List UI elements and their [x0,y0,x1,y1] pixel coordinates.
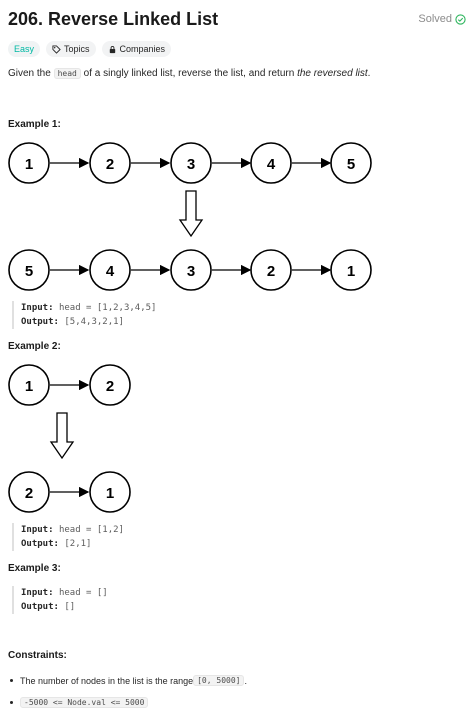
down-arrow-icon [49,412,75,460]
list-node [330,142,372,184]
topics-label: Topics [64,44,90,54]
example-1-title: Example 1: [8,119,61,130]
node-value: 1 [25,378,33,395]
description-text: . [367,68,371,79]
list-node [8,364,50,406]
example-2-io: Input: head = [1,2] Output: [2,1] [12,523,124,551]
example-3-io: Input: head = [] Output: [] [12,586,108,614]
node-value: 4 [106,263,115,280]
solved-label: Solved [418,13,452,25]
solved-status: Solved [418,13,466,25]
input-value: head = [] [58,588,108,598]
node-value: 1 [106,485,114,502]
input-label: Input: [21,525,54,535]
output-label: Output: [21,539,59,549]
example-3-title: Example 3: [8,563,61,574]
ex1-after-list: 5 4 3 2 1 [8,249,372,291]
problem-description: Given the head of a singly linked list, … [8,68,370,79]
node-value: 3 [187,156,195,173]
list-node [170,142,212,184]
list-node [250,142,292,184]
list-node [8,249,50,291]
constraints-title: Constraints: [8,650,67,661]
constraint-code: [0, 5000] [193,675,245,686]
list-node [89,249,131,291]
bullet-icon [10,701,13,704]
companies-button[interactable]: Companies [101,41,172,57]
lock-icon [109,45,115,53]
list-node [8,142,50,184]
tag-icon [52,44,61,54]
ex2-after-list: 2 1 [8,471,131,513]
node-value: 1 [25,156,33,173]
check-circle-icon [455,13,466,25]
node-value: 2 [25,485,33,502]
input-label: Input: [21,588,54,598]
constraint-text: . [244,675,247,686]
list-node [330,249,372,291]
node-value: 2 [106,156,114,173]
node-value: 3 [187,263,195,280]
ex1-before-list: 1 2 3 4 5 [8,142,372,184]
node-value: 2 [267,263,275,280]
constraint-code: -5000 <= Node.val <= 5000 [20,697,149,708]
constraint-item: The number of nodes in the list is the r… [10,675,247,686]
input-label: Input: [21,303,54,313]
list-node [250,249,292,291]
down-arrow-icon [178,190,204,238]
description-emphasis: the reversed list [297,68,368,79]
output-value: [2,1] [64,539,92,549]
output-label: Output: [21,317,59,327]
description-text: of a singly linked list, reverse the lis… [80,68,298,79]
bullet-icon [10,679,13,682]
constraint-text: The number of nodes in the list is the r… [20,675,194,686]
example-1-io: Input: head = [1,2,3,4,5] Output: [5,4,3… [12,301,156,329]
head-code: head [53,68,81,79]
list-node [89,364,131,406]
problem-title: 206. Reverse Linked List [8,9,219,29]
constraint-item: -5000 <= Node.val <= 5000 [10,697,149,708]
input-value: head = [1,2] [58,525,124,535]
list-node [170,249,212,291]
list-node [89,142,131,184]
node-value: 4 [267,156,276,173]
example-1-diagram: 1 2 3 4 5 5 4 3 2 1 [8,142,372,291]
node-value: 5 [25,263,33,280]
topics-button[interactable]: Topics [46,41,96,57]
list-node [8,471,50,513]
output-label: Output: [21,602,59,612]
difficulty-badge[interactable]: Easy [8,41,41,57]
description-text: Given the [8,68,54,79]
example-2-title: Example 2: [8,341,61,352]
output-value: [5,4,3,2,1] [64,317,124,327]
companies-label: Companies [119,44,166,54]
tag-row: Easy Topics Companies [8,41,172,57]
list-node [89,471,131,513]
node-value: 2 [106,378,114,395]
input-value: head = [1,2,3,4,5] [58,303,157,313]
ex2-before-list: 1 2 [8,364,131,406]
output-value: [] [64,602,76,612]
example-2-diagram: 1 2 2 1 [8,364,131,513]
node-value: 1 [347,263,355,280]
node-value: 5 [347,156,355,173]
